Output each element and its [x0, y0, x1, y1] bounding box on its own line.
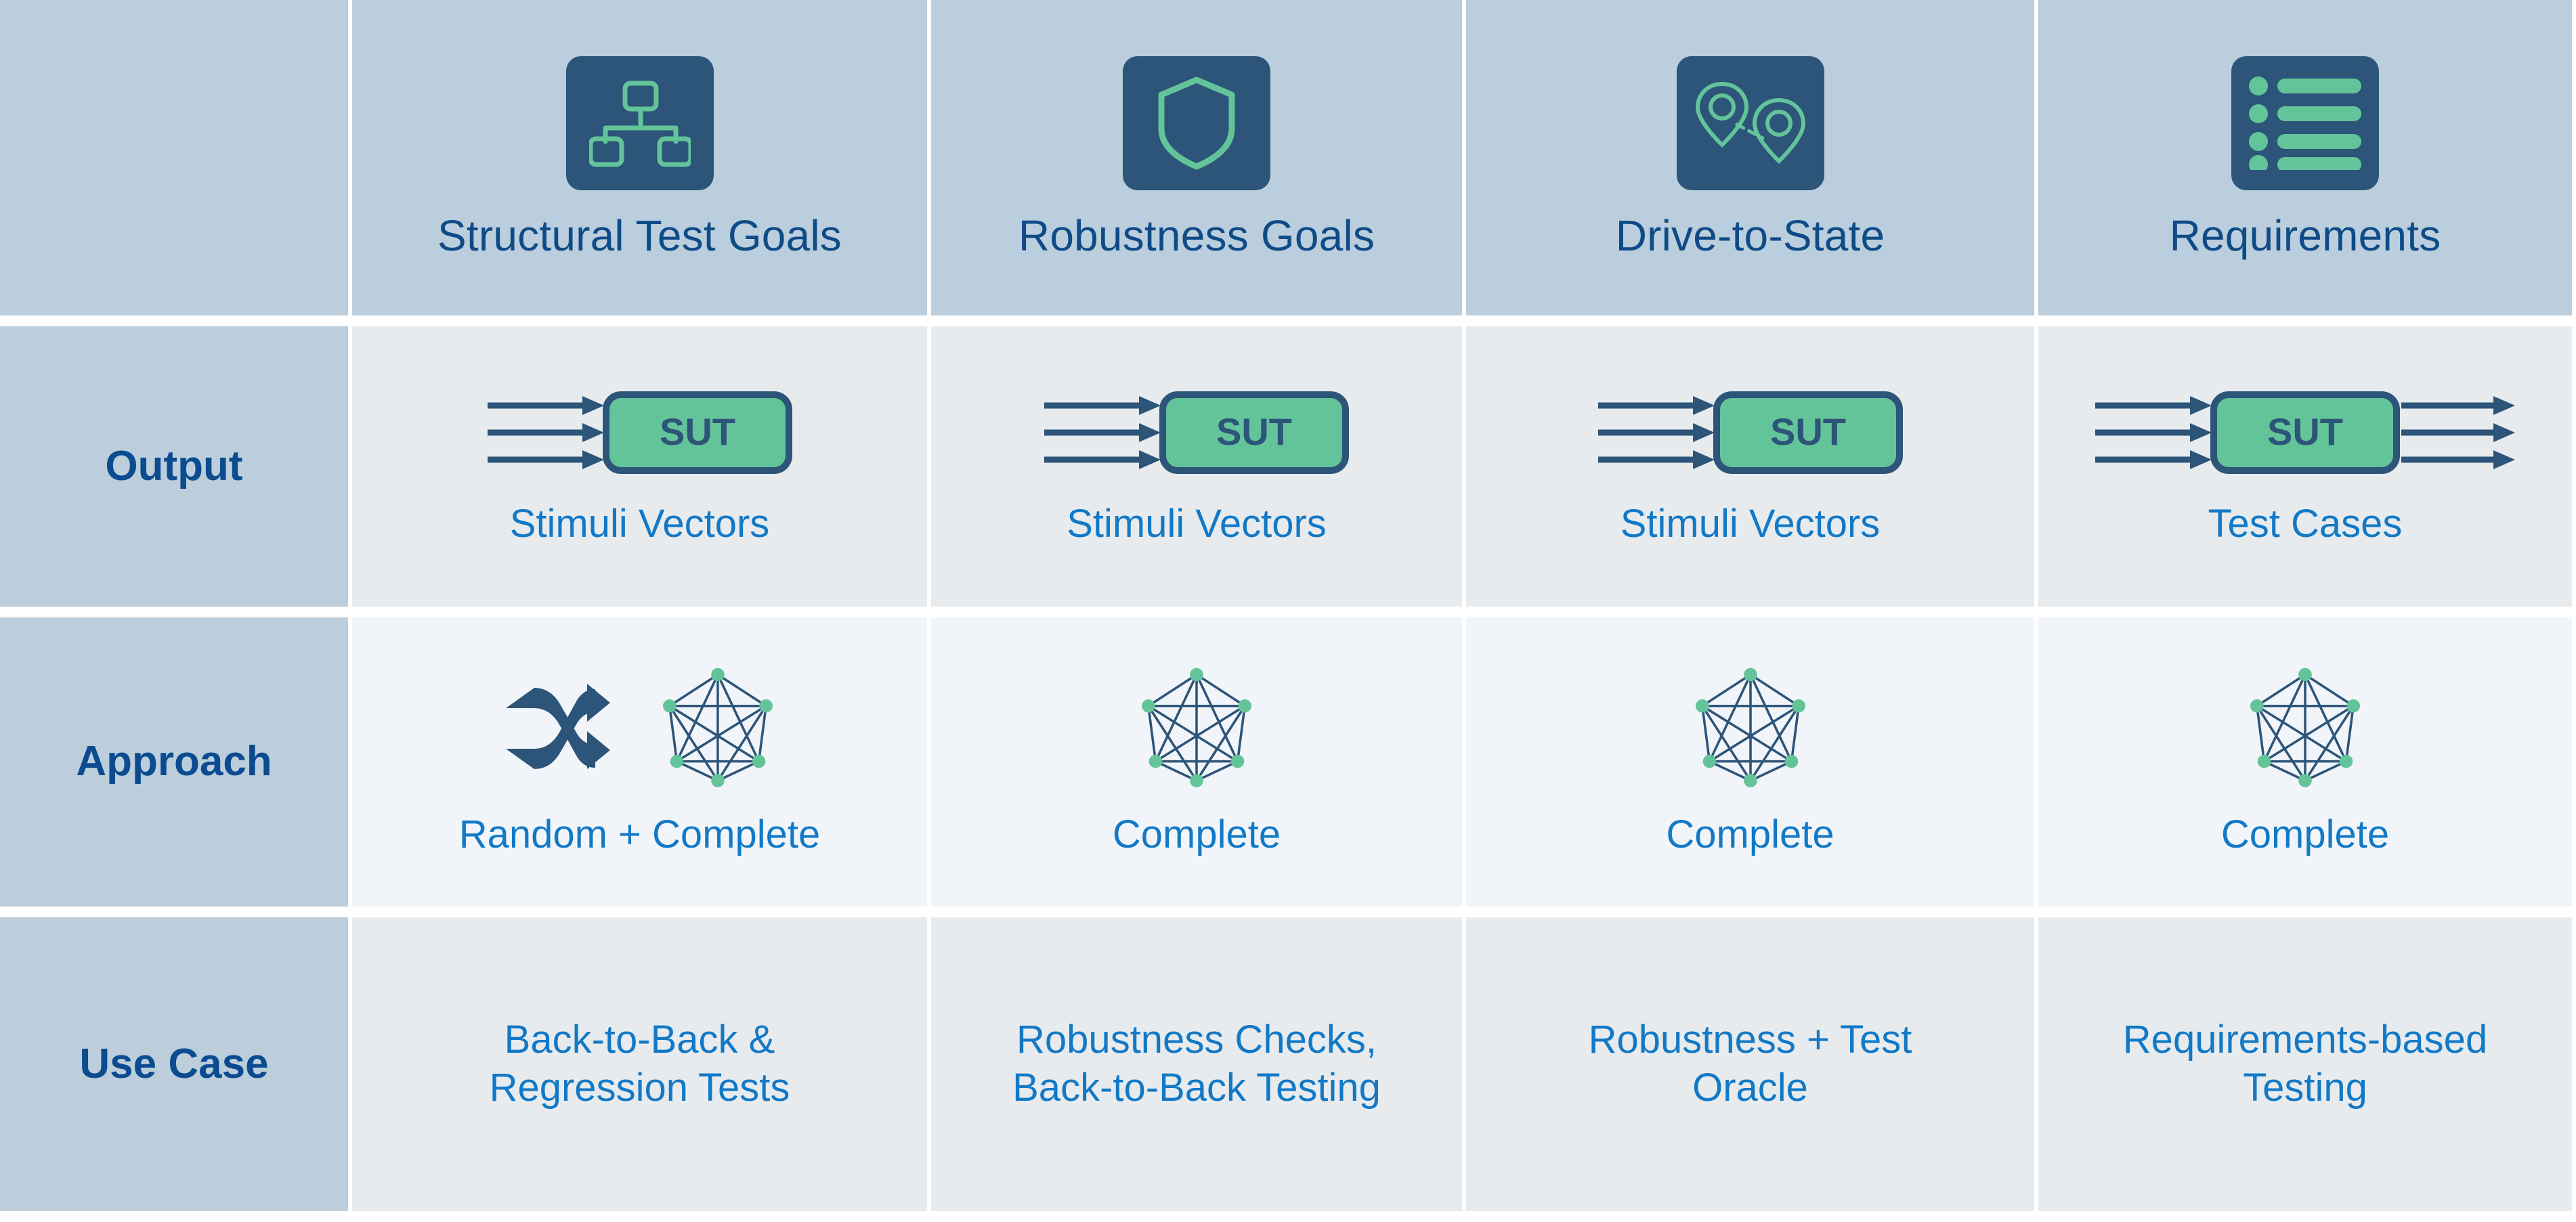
complete-graph-icon — [1136, 665, 1257, 791]
row-label-use-case: Use Case — [0, 917, 352, 1222]
sut-label: SUT — [2267, 410, 2343, 453]
column-header-structural-test-goals: Structural Test Goals — [352, 0, 931, 326]
cell-approach-structural-test-goals: Random + Complete — [352, 617, 931, 917]
column-header-label: Robustness Goals — [1018, 211, 1375, 261]
column-header-label: Drive-to-State — [1615, 211, 1885, 261]
sut-label: SUT — [660, 410, 735, 453]
hierarchy-icon — [565, 56, 714, 191]
cell-caption: Stimuli Vectors — [1067, 501, 1327, 546]
row-label-approach: Approach — [0, 617, 352, 917]
row-label-output: Output — [0, 326, 352, 617]
row-label-text: Use Case — [79, 1040, 269, 1087]
sut-label: SUT — [1216, 410, 1292, 453]
bulleted-list-icon — [2231, 56, 2379, 191]
row-label-text: Approach — [76, 738, 272, 785]
shuffle-icon — [502, 676, 610, 780]
cell-use-case-structural-test-goals: Back-to-Back & Regression Tests — [352, 917, 931, 1222]
column-header-requirements: Requirements — [2038, 0, 2576, 326]
complete-graph-icon — [1690, 665, 1811, 791]
column-header-drive-to-state: Drive-to-State — [1466, 0, 2038, 326]
cell-output-drive-to-state: SUT Stimuli Vectors — [1466, 326, 2038, 617]
approach-diagram-group — [1690, 665, 1811, 791]
cell-output-robustness-goals: SUT Stimuli Vectors — [931, 326, 1466, 617]
row-label-text: Output — [105, 442, 243, 489]
cell-approach-requirements: Complete — [2038, 617, 2576, 917]
cell-output-requirements: SUT Test Cases — [2038, 326, 2576, 617]
sut-diagram-inputs: SUT — [481, 385, 799, 480]
complete-graph-icon — [2245, 665, 2365, 791]
matrix-corner-blank — [0, 0, 352, 326]
approach-diagram-group — [502, 665, 778, 791]
map-pins-route-icon — [1676, 56, 1824, 191]
cell-caption: Back-to-Back & Regression Tests — [489, 1018, 790, 1110]
cell-use-case-requirements: Requirements-based Testing — [2038, 917, 2576, 1222]
cell-approach-robustness-goals: Complete — [931, 617, 1466, 917]
complete-graph-icon — [658, 665, 778, 791]
shield-icon — [1123, 56, 1270, 191]
sut-diagram-inputs: SUT — [1591, 385, 1910, 480]
column-header-label: Structural Test Goals — [437, 211, 842, 261]
cell-caption: Test Cases — [2208, 501, 2403, 546]
cell-output-structural-test-goals: SUT Stimuli Vectors — [352, 326, 931, 617]
cell-caption: Random + Complete — [458, 812, 821, 856]
column-header-label: Requirements — [2169, 211, 2441, 261]
sut-diagram-inputs: SUT — [1037, 385, 1356, 480]
cell-use-case-drive-to-state: Robustness + Test Oracle — [1466, 917, 2038, 1222]
approach-diagram-group — [1136, 665, 1257, 791]
cell-caption: Robustness + Test Oracle — [1588, 1018, 1912, 1110]
cell-approach-drive-to-state: Complete — [1466, 617, 2038, 917]
cell-caption: Robustness Checks, Back-to-Back Testing — [1012, 1018, 1381, 1110]
cell-caption: Stimuli Vectors — [1620, 501, 1881, 546]
cell-caption: Complete — [2220, 812, 2390, 856]
cell-caption: Complete — [1112, 812, 1281, 856]
cell-caption: Complete — [1666, 812, 1834, 856]
sut-diagram-inputs-outputs: SUT — [2088, 385, 2522, 480]
cell-caption: Requirements-based Testing — [2122, 1018, 2488, 1110]
cell-use-case-robustness-goals: Robustness Checks, Back-to-Back Testing — [931, 917, 1466, 1222]
approach-diagram-group — [2245, 665, 2365, 791]
sut-label: SUT — [1770, 410, 1846, 453]
cell-caption: Stimuli Vectors — [509, 501, 770, 546]
column-header-robustness-goals: Robustness Goals — [931, 0, 1466, 326]
